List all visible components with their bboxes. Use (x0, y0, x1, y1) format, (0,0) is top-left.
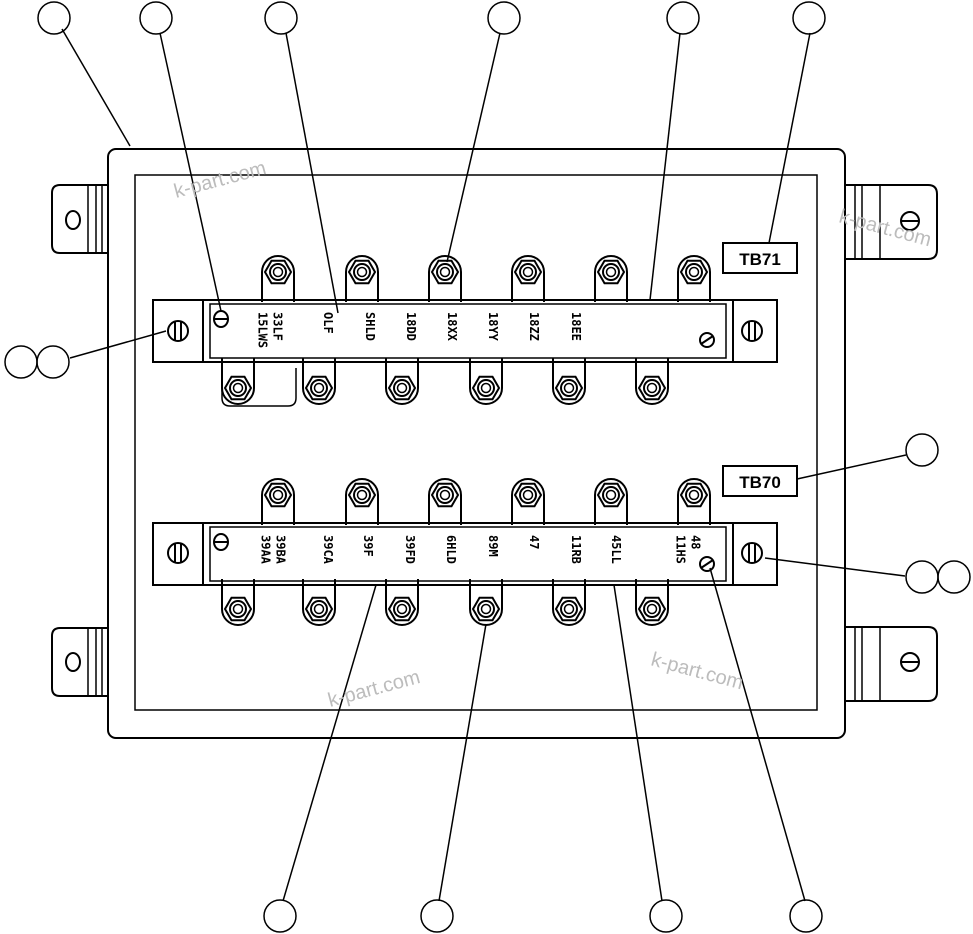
terminal-label: 39BA (274, 535, 288, 565)
terminal-nut (469, 358, 503, 405)
tb71-end-screw-left (167, 320, 189, 342)
tb70-marker-screw-right (699, 556, 715, 572)
tb70-rail (152, 522, 778, 586)
callout-balloon (36, 345, 70, 379)
terminal-nut (677, 478, 711, 525)
terminal-label: 89M (486, 535, 500, 557)
terminal-label: 39AA (259, 535, 273, 565)
callout-balloon (792, 1, 826, 35)
terminal-nut (302, 358, 336, 405)
terminal-nut (261, 478, 295, 525)
watermarks: k-part.com k-part.com k-part.com k-part.… (172, 157, 934, 712)
tb71-name: TB71 (739, 250, 781, 269)
terminal-nut (345, 478, 379, 525)
watermark: k-part.com (649, 649, 746, 695)
mounting-tab-bottom-left (51, 627, 108, 697)
terminal-label: 39CA (321, 535, 335, 565)
tb70-nuts-top (261, 478, 711, 525)
tb71-end-screw-right (741, 320, 763, 342)
terminal-label: OLF (321, 312, 335, 334)
tb70-marker-screw-left (213, 533, 229, 551)
terminal-label: 18EE (569, 312, 583, 341)
callout-balloon (4, 345, 38, 379)
terminal-label: 6HLD (444, 535, 458, 564)
callout-balloon (139, 1, 173, 35)
mounting-tabs (51, 184, 938, 702)
callout-balloon (666, 1, 700, 35)
terminal-nut (221, 579, 255, 626)
terminal-label: 11RB (569, 535, 583, 564)
terminal-nut (428, 478, 462, 525)
tb71-nuts-bottom (221, 358, 669, 405)
terminal-nut (261, 255, 295, 302)
terminal-label: 18DD (404, 312, 418, 341)
tb70-name-box: TB70 (722, 465, 798, 497)
tb70-nuts-bottom (221, 579, 669, 626)
mounting-tab-top-left (51, 184, 108, 254)
watermark: k-part.com (326, 666, 423, 712)
callout-balloon (789, 899, 823, 933)
tb70-end-screw-right (741, 542, 763, 564)
callout-balloon (649, 899, 683, 933)
terminal-label: 45LL (609, 535, 623, 564)
terminal-label: 18ZZ (527, 312, 541, 341)
terminal-nut (302, 579, 336, 626)
tb71-nuts-top (261, 255, 711, 302)
terminal-label: 18XX (445, 312, 459, 342)
ground-lug (221, 368, 297, 407)
terminal-label: 39FD (403, 535, 417, 564)
terminal-nut (385, 358, 419, 405)
tb71-rail (152, 299, 778, 363)
tb70-end-screw-left (167, 542, 189, 564)
callout-balloon (37, 1, 71, 35)
terminal-nut (552, 358, 586, 405)
tb71-marker-screw-right (699, 332, 715, 348)
callout-balloon (905, 560, 939, 594)
terminal-nut (552, 579, 586, 626)
callout-balloon (263, 899, 297, 933)
terminal-label: 39F (361, 535, 375, 557)
enclosure (107, 148, 846, 739)
tb71-name-box: TB71 (722, 242, 798, 274)
watermark: k-part.com (172, 157, 269, 203)
callout-balloon (905, 433, 939, 467)
callout-balloon (937, 560, 971, 594)
terminal-nut (594, 478, 628, 525)
watermark: k-part.com (837, 206, 934, 252)
mounting-tab-bottom-right (845, 626, 938, 702)
callout-balloon (264, 1, 298, 35)
terminal-label: 18YY (486, 312, 500, 342)
terminal-nut (221, 358, 255, 405)
callout-balloon (487, 1, 521, 35)
terminal-nut (594, 255, 628, 302)
terminal-nut (511, 478, 545, 525)
terminal-label: 33LF (271, 312, 285, 341)
mounting-tab-top-right (845, 184, 938, 260)
tb70-name: TB70 (739, 473, 781, 492)
callout-balloon (420, 899, 454, 933)
terminal-nut (511, 255, 545, 302)
terminal-nut (677, 255, 711, 302)
terminal-nut (345, 255, 379, 302)
terminal-nut (385, 579, 419, 626)
callout-balloons (4, 1, 971, 933)
terminal-label: SHLD (363, 312, 377, 341)
terminal-nut (428, 255, 462, 302)
leader-lines (61, 28, 907, 902)
terminal-label: 15LWS (256, 312, 270, 348)
terminal-nut (635, 579, 669, 626)
terminal-nut (635, 358, 669, 405)
terminal-label: 11HS (674, 535, 688, 564)
terminal-label: 47 (527, 535, 541, 549)
tb71-marker-screw (213, 310, 229, 328)
terminal-label: 48 (689, 535, 703, 549)
